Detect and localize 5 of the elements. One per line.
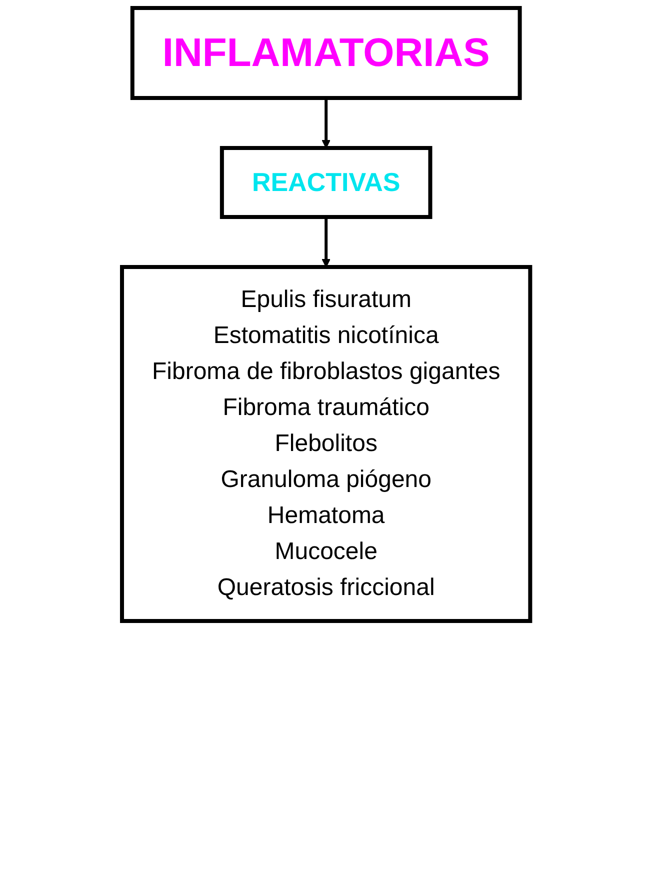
- arrow: [322, 98, 331, 148]
- node-box: INFLAMATORIAS: [130, 6, 522, 100]
- node-box: Epulis fisuratum Estomatitis nicotínica Fibroma de fibroblastos gigantes Fibroma traumático Flebolitos Granuloma piógeno Hematoma Mucocele Queratosis friccional: [120, 265, 533, 623]
- node-box: REACTIVAS: [220, 146, 433, 219]
- arrow: [322, 217, 331, 268]
